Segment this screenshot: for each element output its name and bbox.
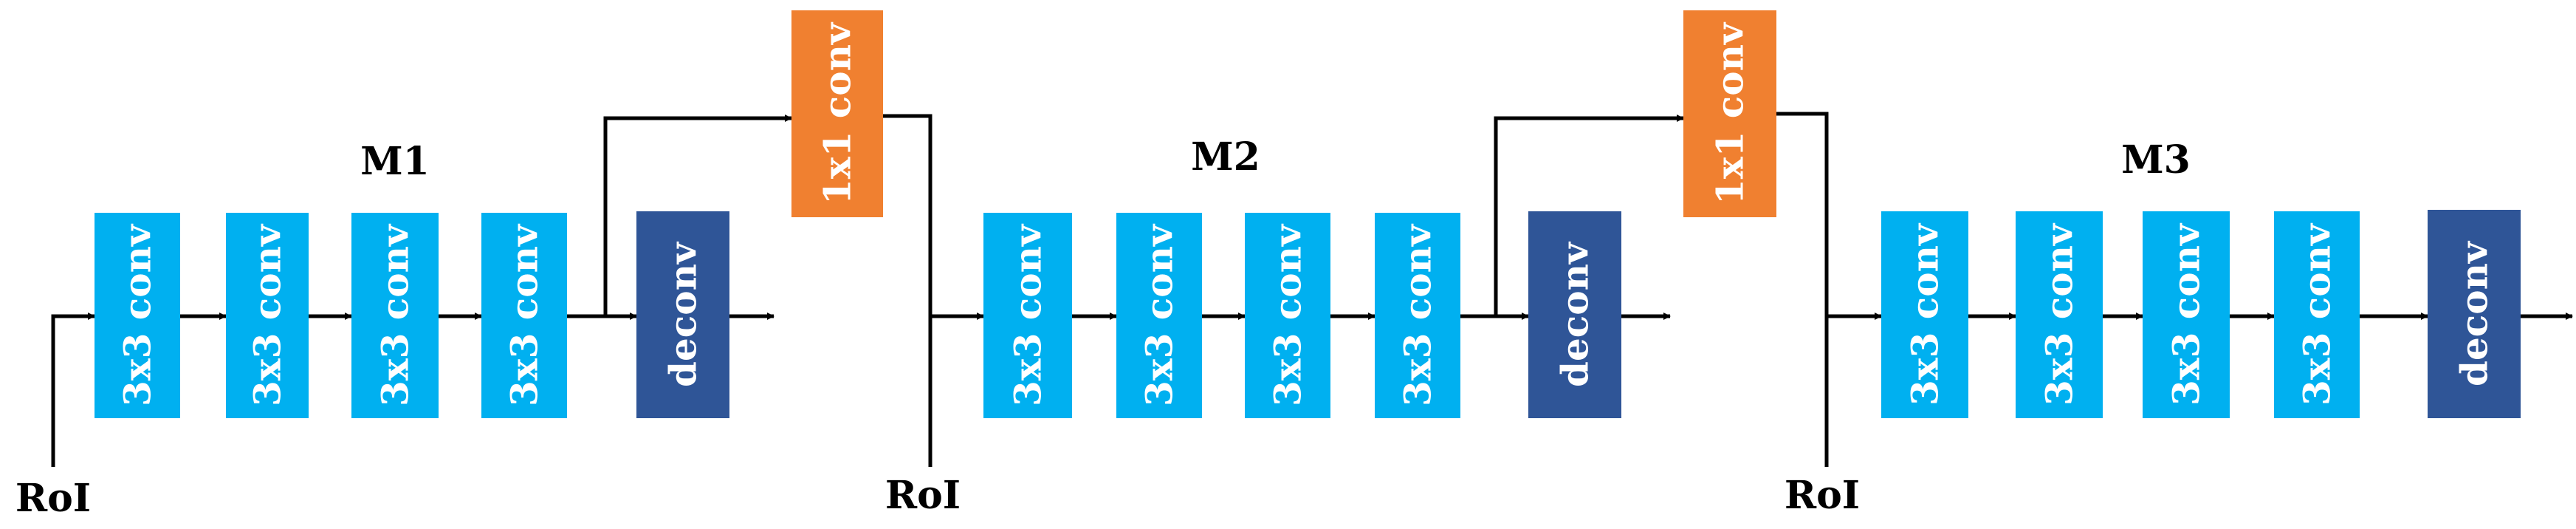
- conv-block-2-label: 3x3 conv: [2038, 222, 2081, 406]
- conv-block-1-label: 3x3 conv: [1006, 223, 1050, 406]
- conv-block-1: [983, 213, 1072, 418]
- conv-block-2-label: 3x3 conv: [1138, 223, 1181, 406]
- module-m1: M1 3x3 conv 3x3 conv 3x3 conv 3x3 conv d…: [16, 139, 729, 521]
- fusion-block-label: 1x1 conv: [1708, 21, 1752, 205]
- module-m2: M2 3x3 conv 3x3 conv 3x3 conv 3x3 conv d…: [885, 134, 1621, 518]
- deconv-block-label: deconv: [662, 241, 705, 387]
- conv-block-3-label: 3x3 conv: [374, 223, 417, 406]
- conv-block-2: [226, 213, 309, 418]
- conv-block-3: [2143, 211, 2230, 418]
- conv-block-1-label: 3x3 conv: [1903, 222, 1947, 406]
- fusion-block-label: 1x1 conv: [816, 21, 859, 205]
- roi-label: RoI: [1785, 473, 1860, 518]
- deconv-block-label: deconv: [2453, 240, 2496, 386]
- module-title: M1: [360, 139, 430, 184]
- conv-block-2-label: 3x3 conv: [246, 223, 289, 406]
- conv-block-1-label: 3x3 conv: [116, 223, 159, 406]
- conv-block-3: [1245, 213, 1330, 418]
- deconv-block-label: deconv: [1553, 241, 1597, 387]
- deconv-block: [636, 211, 729, 418]
- conv-block-4-label: 3x3 conv: [1396, 223, 1440, 406]
- fusion-1x1-conv-2: 1x1 conv: [1683, 10, 1776, 217]
- conv-block-4-label: 3x3 conv: [2295, 222, 2339, 406]
- conv-block-1: [95, 213, 180, 418]
- deconv-block: [1528, 211, 1621, 418]
- conv-block-4: [2274, 211, 2360, 418]
- fusion-block: [1683, 10, 1776, 217]
- module-m3: M3 3x3 conv 3x3 conv 3x3 conv 3x3 conv d…: [1785, 137, 2521, 518]
- conv-block-2: [1116, 213, 1202, 418]
- fusion-block: [791, 10, 883, 217]
- deconv-block: [2428, 210, 2521, 418]
- conv-block-3-label: 3x3 conv: [1266, 223, 1310, 406]
- roi-label: RoI: [16, 476, 91, 521]
- fusion-1x1-conv-1: 1x1 conv: [791, 10, 883, 217]
- conv-block-1: [1881, 211, 1968, 418]
- conv-block-4: [1375, 213, 1460, 418]
- conv-block-4-label: 3x3 conv: [503, 223, 546, 406]
- conv-block-2: [2016, 211, 2103, 418]
- connector-lines: [51, 112, 2573, 467]
- module-title: M3: [2121, 137, 2191, 182]
- conv-block-3: [351, 213, 439, 418]
- module-title: M2: [1191, 134, 1260, 180]
- roi-label: RoI: [885, 473, 961, 518]
- conv-block-4: [481, 213, 567, 418]
- conv-block-3-label: 3x3 conv: [2165, 222, 2208, 406]
